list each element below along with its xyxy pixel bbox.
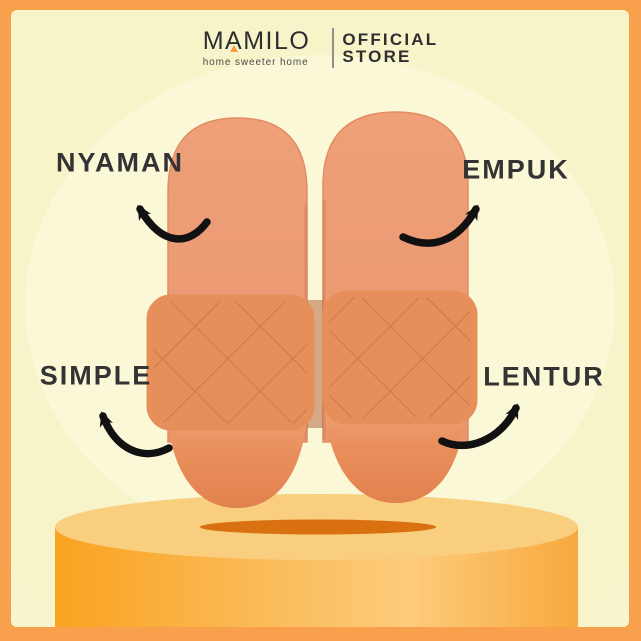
sandal-right-strap bbox=[322, 290, 478, 425]
podium-shadow bbox=[200, 519, 436, 535]
arrow-nyaman-icon bbox=[136, 204, 211, 243]
feature-label-simple: SIMPLE bbox=[39, 360, 153, 391]
feature-label-nyaman: NYAMAN bbox=[55, 147, 185, 178]
podium-graphic bbox=[55, 494, 578, 627]
feature-label-lentur: LENTUR bbox=[483, 361, 605, 392]
sandal-pair-graphic bbox=[146, 111, 478, 508]
official-store-label: OFFICIAL STORE bbox=[342, 29, 439, 66]
logo-letter-m: M bbox=[202, 27, 226, 56]
feature-label-empuk: EMPUK bbox=[462, 154, 570, 185]
logo-letter-a: A bbox=[225, 27, 244, 56]
logo-a-triangle-icon bbox=[230, 44, 239, 52]
official-store-line1: OFFICIAL bbox=[342, 29, 439, 49]
callout-arrows bbox=[99, 204, 520, 458]
logo-divider bbox=[332, 28, 335, 68]
logo-tagline: home sweeter home bbox=[202, 56, 309, 68]
logo-letters-rest: MILO bbox=[243, 27, 311, 56]
official-store-line2: STORE bbox=[342, 47, 412, 66]
sandal-left-strap bbox=[146, 294, 315, 431]
arrow-simple-icon bbox=[99, 411, 173, 458]
arrow-empuk-icon bbox=[399, 204, 480, 247]
arrow-lentur-icon bbox=[438, 403, 520, 449]
